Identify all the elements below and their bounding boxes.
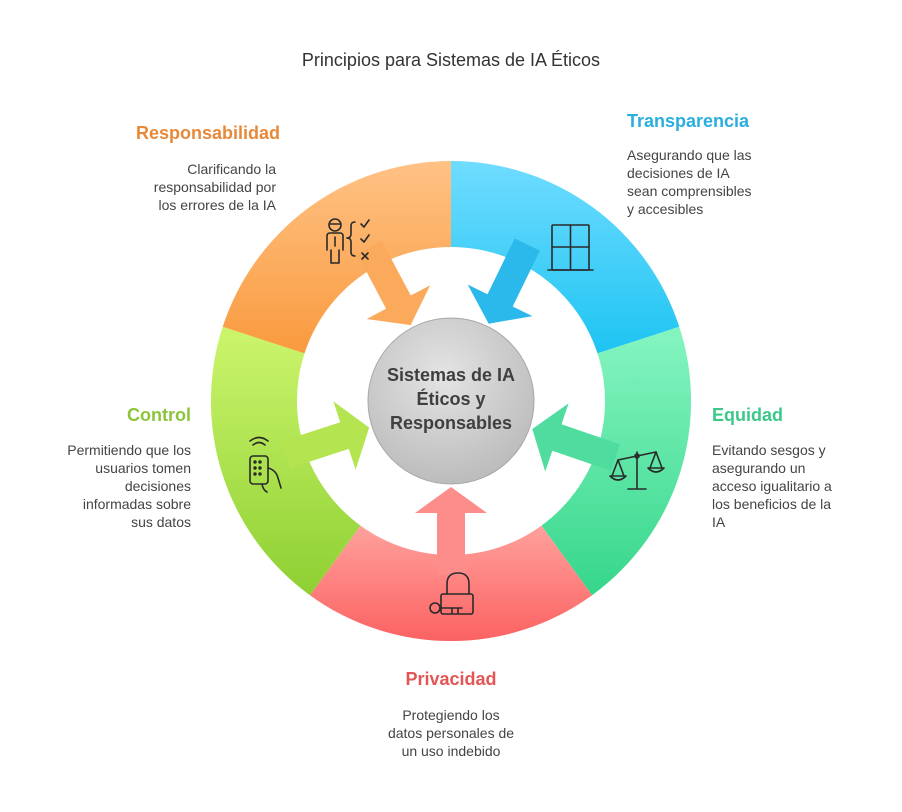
segment-transparencia — [451, 161, 680, 354]
desc-line: los errores de la IA — [158, 197, 277, 213]
desc-control: Permitiendo que los usuarios tomen decis… — [30, 441, 191, 531]
desc-equidad: Evitando sesgos y asegurando un acceso i… — [712, 441, 832, 531]
person-checklist-icon — [326, 218, 370, 264]
desc-line: decisiones — [124, 478, 191, 494]
center-line-3: Responsables — [389, 413, 513, 433]
lock-key-icon — [429, 572, 474, 615]
desc-responsabilidad: Clarificando la responsabilidad por los … — [100, 160, 276, 214]
desc-line: Evitando sesgos y — [712, 442, 826, 458]
desc-line: datos personales de — [387, 725, 515, 741]
center-label: Sistemas de IA Éticos y Responsables — [367, 363, 535, 435]
desc-line: Permitiendo que los — [67, 442, 191, 458]
desc-line: usuarios tomen — [95, 460, 191, 476]
desc-privacidad: Protegiendo los datos personales de un u… — [351, 706, 551, 760]
segment-control — [210, 326, 361, 596]
desc-line: decisiones de IA — [627, 165, 730, 181]
segment-responsabilidad — [222, 160, 451, 354]
desc-line: sus datos — [131, 514, 191, 530]
desc-transparencia: Asegurando que las decisiones de IA sean… — [627, 146, 752, 218]
window-icon — [547, 224, 594, 271]
center-circle — [367, 317, 535, 485]
desc-line: Asegurando que las — [627, 147, 752, 163]
desc-line: los beneficios de la — [712, 496, 832, 512]
diagram-title: Principios para Sistemas de IA Éticos — [301, 50, 601, 70]
heading-transparencia: Transparencia — [627, 111, 750, 131]
arrow-equidad — [532, 403, 621, 472]
desc-line: acceso igualitario a — [712, 478, 832, 494]
desc-line: responsabilidad por — [153, 179, 276, 195]
desc-line: sean comprensibles — [627, 183, 752, 199]
desc-line: informadas sobre — [82, 496, 191, 512]
arrow-responsabilidad — [357, 240, 431, 326]
arrow-control — [281, 401, 370, 470]
remote-hand-icon — [249, 436, 282, 493]
desc-line: Clarificando la — [187, 161, 276, 177]
segment-equidad — [541, 326, 692, 596]
desc-line: un uso indebido — [401, 743, 501, 759]
heading-responsabilidad: Responsabilidad — [135, 123, 280, 143]
desc-line: y accesibles — [627, 201, 704, 217]
heading-control: Control — [127, 405, 191, 425]
arrow-privacidad — [415, 487, 487, 575]
desc-line: asegurando un — [712, 460, 806, 476]
arrow-transparencia — [467, 238, 540, 324]
balance-scale-icon — [609, 451, 665, 490]
heading-equidad: Equidad — [712, 405, 783, 425]
desc-line: IA — [712, 514, 726, 530]
center-line-2: Éticos y — [416, 389, 486, 409]
segment-privacidad — [309, 525, 593, 642]
desc-line: Protegiendo los — [402, 707, 500, 723]
center-line-1: Sistemas de IA — [386, 365, 516, 385]
heading-privacidad: Privacidad — [405, 669, 497, 689]
